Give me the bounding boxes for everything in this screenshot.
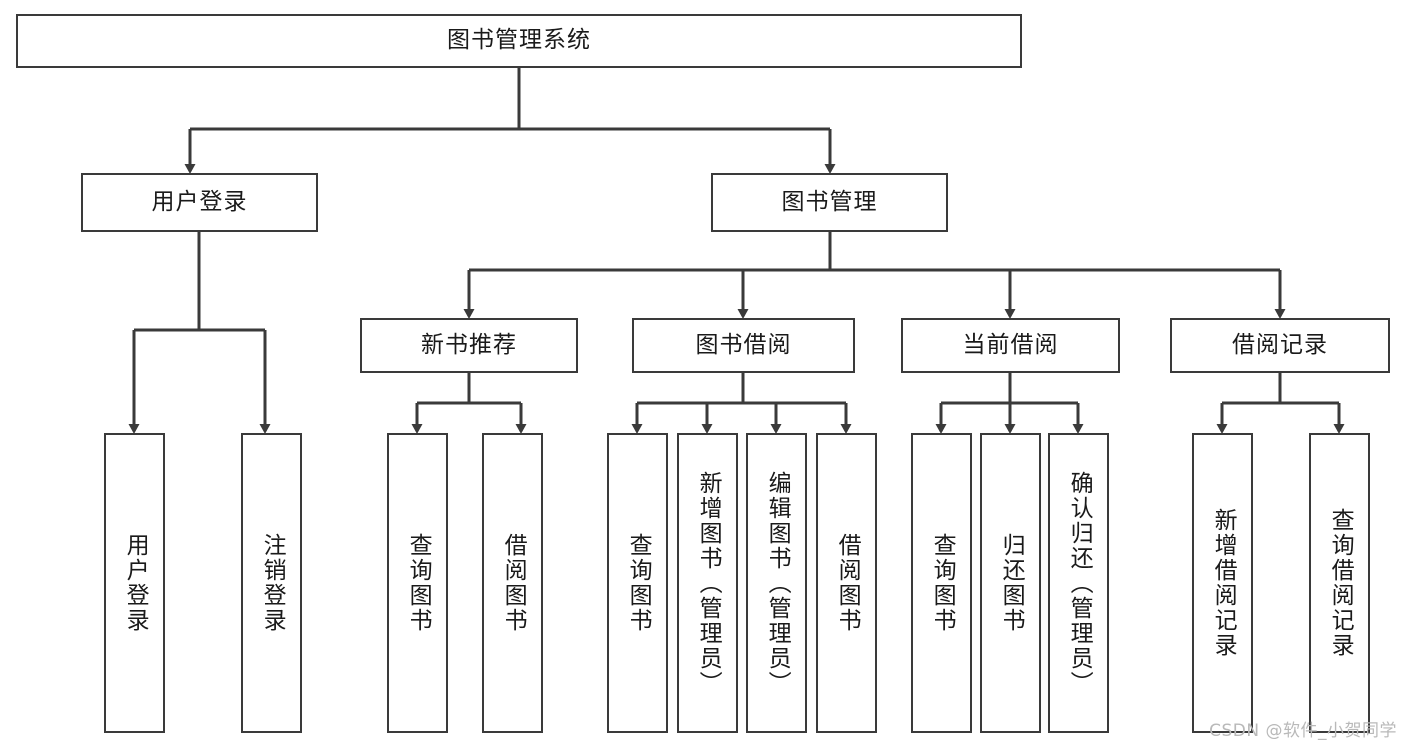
- leaf-add-book-admin[interactable]: 新增图书（管理员）: [677, 433, 738, 733]
- leaf-logout-login[interactable]: 注销登录: [241, 433, 302, 733]
- leaf-add-borrow-record[interactable]: 新增借阅记录: [1192, 433, 1253, 733]
- node-label: 查询图书: [625, 533, 652, 633]
- node-label: 借阅图书: [834, 533, 861, 633]
- node-label: 新书推荐: [421, 331, 517, 358]
- leaf-query-book-2[interactable]: 查询图书: [607, 433, 668, 733]
- leaf-return-book[interactable]: 归还图书: [980, 433, 1041, 733]
- node-user-login[interactable]: 用户登录: [81, 173, 318, 232]
- leaf-query-book-1[interactable]: 查询图书: [387, 433, 448, 733]
- node-label: 新增图书（管理员）: [695, 470, 722, 696]
- node-label: 查询图书: [929, 533, 956, 633]
- node-label: 借阅记录: [1232, 331, 1328, 358]
- node-label: 图书管理系统: [447, 27, 591, 54]
- node-label: 查询图书: [405, 533, 432, 633]
- node-current-borrow[interactable]: 当前借阅: [901, 318, 1120, 373]
- node-label: 用户登录: [122, 533, 149, 633]
- leaf-query-borrow-record[interactable]: 查询借阅记录: [1309, 433, 1370, 733]
- node-borrow-record[interactable]: 借阅记录: [1170, 318, 1390, 373]
- leaf-confirm-return-admin[interactable]: 确认归还（管理员）: [1048, 433, 1109, 733]
- node-book-management[interactable]: 图书管理: [711, 173, 948, 232]
- leaf-user-login[interactable]: 用户登录: [104, 433, 165, 733]
- node-label: 图书借阅: [695, 331, 792, 358]
- node-label: 图书管理: [781, 188, 878, 215]
- leaf-borrow-book-2[interactable]: 借阅图书: [816, 433, 877, 733]
- node-label: 编辑图书（管理员）: [764, 470, 791, 696]
- node-label: 归还图书: [998, 533, 1025, 633]
- node-label: 新增借阅记录: [1210, 508, 1237, 658]
- node-book-management-system[interactable]: 图书管理系统: [16, 14, 1022, 68]
- leaf-query-book-3[interactable]: 查询图书: [911, 433, 972, 733]
- node-label: 查询借阅记录: [1327, 508, 1354, 658]
- node-new-book-recommend[interactable]: 新书推荐: [360, 318, 578, 373]
- node-label: 确认归还（管理员）: [1066, 470, 1093, 696]
- csdn-watermark: CSDN @软件_小贺同学: [1209, 721, 1397, 741]
- node-book-borrow[interactable]: 图书借阅: [632, 318, 855, 373]
- node-label: 用户登录: [151, 188, 248, 215]
- node-label: 当前借阅: [962, 331, 1059, 358]
- leaf-edit-book-admin[interactable]: 编辑图书（管理员）: [746, 433, 807, 733]
- node-label: 借阅图书: [500, 533, 527, 633]
- leaf-borrow-book-1[interactable]: 借阅图书: [482, 433, 543, 733]
- node-label: 注销登录: [259, 533, 286, 633]
